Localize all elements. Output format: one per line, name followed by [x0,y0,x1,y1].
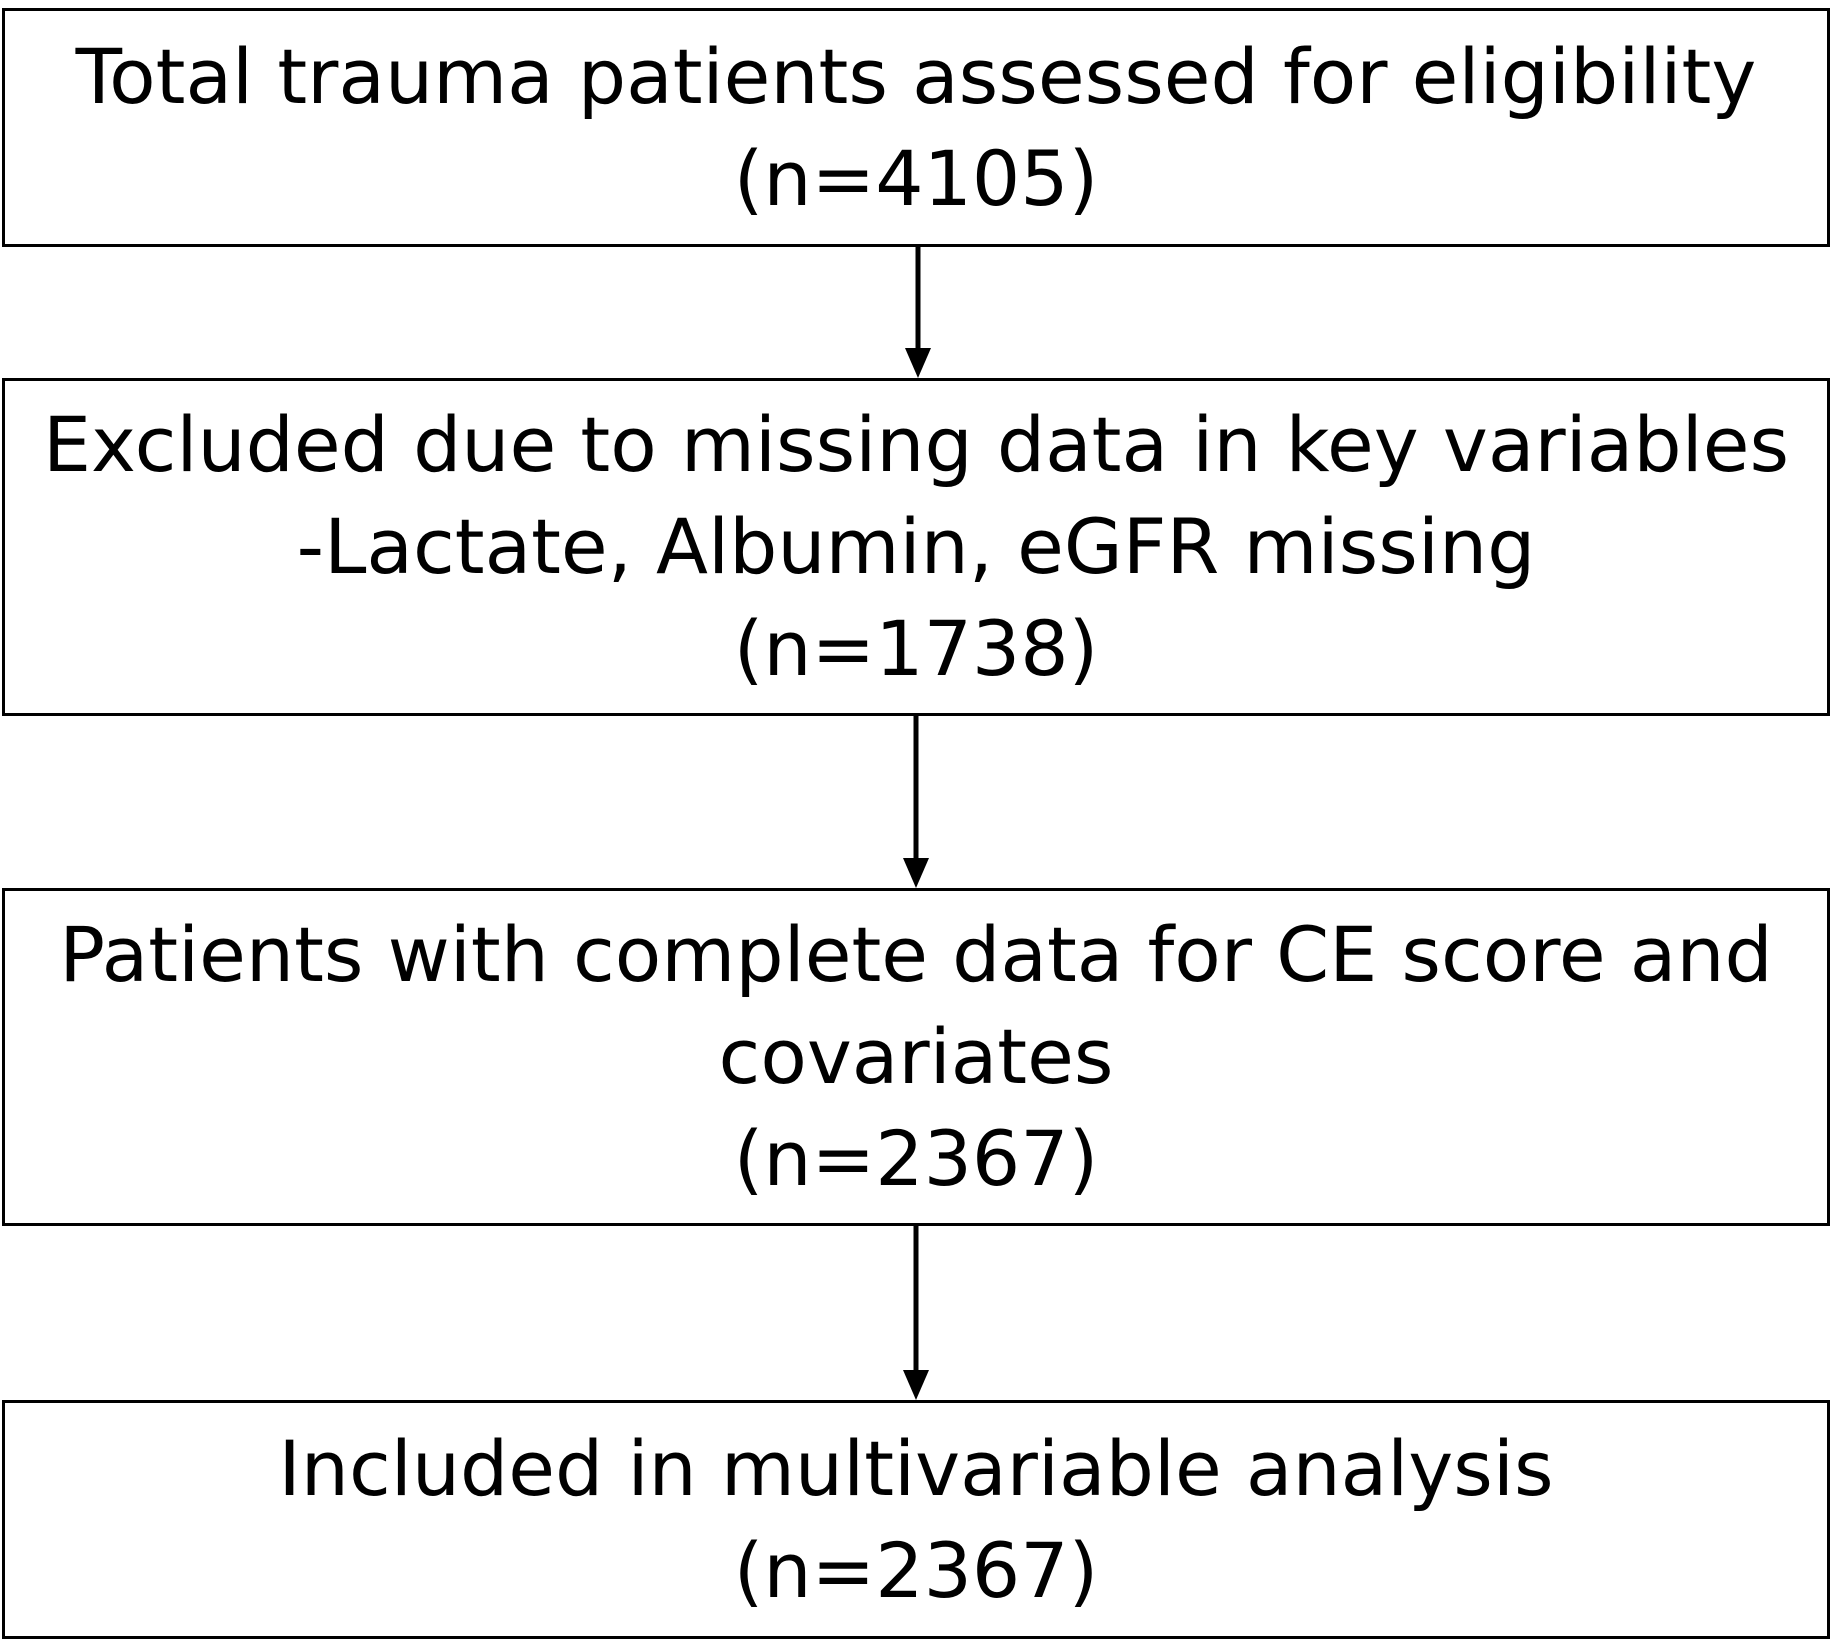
flow-box-complete-data: Patients with complete data for CE score… [2,888,1830,1226]
flow-box-included: Included in multivariable analysis (n=23… [2,1400,1830,1639]
flow-box-assessed: Total trauma patients assessed for eligi… [2,8,1830,247]
box-2-line-2: -Lactate, Albumin, eGFR missing [296,502,1536,591]
box-2-count: (n=1738) [733,604,1099,693]
flow-box-excluded: Excluded due to missing data in key vari… [2,378,1830,716]
box-1-count: (n=4105) [733,133,1099,223]
box-3-line-2: covariates [718,1012,1114,1101]
arrow-2-head [903,858,929,888]
box-1-line-1: Total trauma patients assessed for eligi… [75,31,1757,121]
arrow-3-head [903,1370,929,1400]
box-4-count: (n=2367) [733,1525,1099,1615]
box-2-line-1: Excluded due to missing data in key vari… [42,400,1790,489]
box-4-line-1: Included in multivariable analysis [278,1423,1554,1513]
arrow-1-head [905,348,931,378]
box-3-count: (n=2367) [733,1114,1099,1203]
box-3-line-1: Patients with complete data for CE score… [59,910,1773,999]
